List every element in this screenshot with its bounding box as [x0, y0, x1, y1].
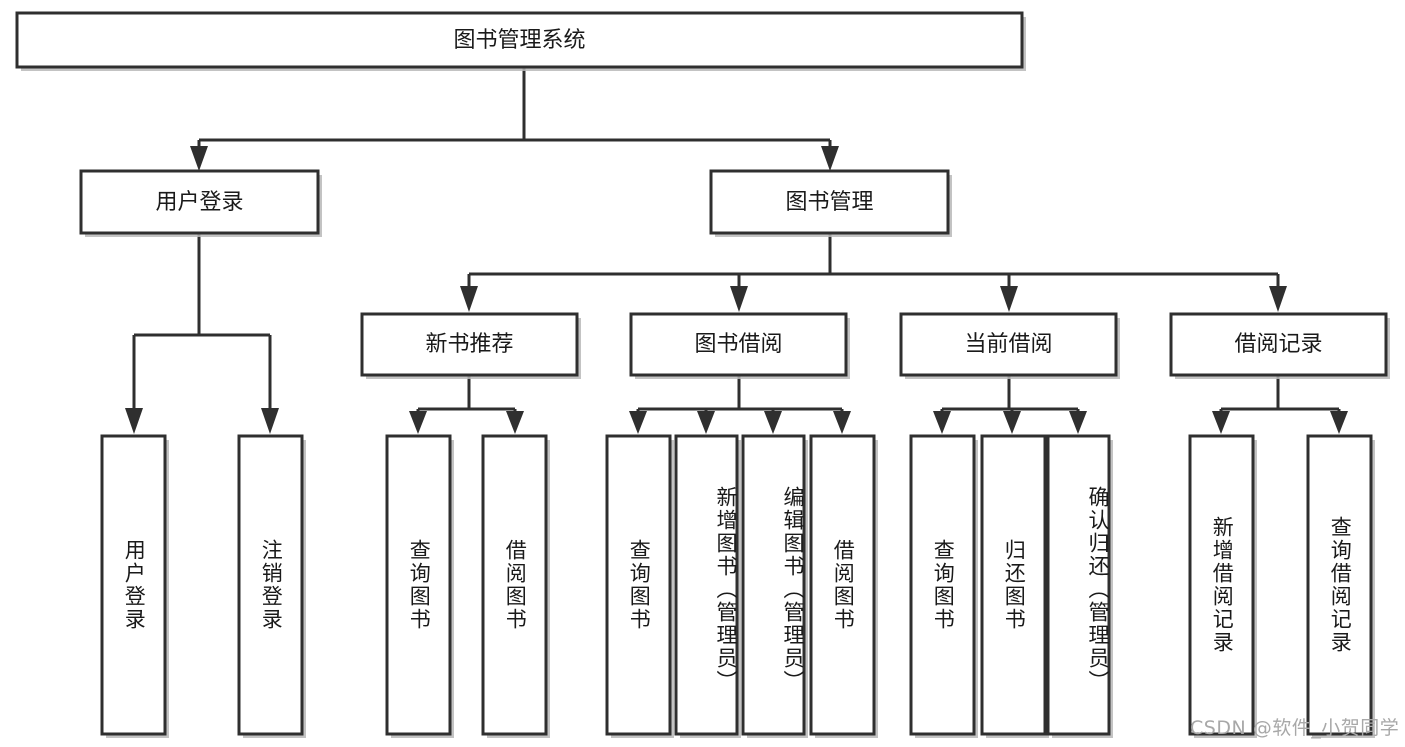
arrow-to-leaf-add-book — [697, 411, 715, 434]
current-borrow-label: 当前借阅 — [964, 332, 1052, 357]
arrow-to-borrow-record — [1269, 286, 1287, 312]
leaf-add-record-box[interactable] — [1188, 434, 1255, 736]
arrow-to-leaf-query-record — [1330, 411, 1348, 434]
leaf-add-book-box[interactable] — [674, 434, 739, 736]
arrow-to-leaf-borrow-book-2 — [833, 411, 851, 434]
arrow-to-leaf-query-book-2 — [629, 411, 647, 434]
arrow-to-book-manage — [821, 146, 839, 171]
user-login-label: 用户登录 — [155, 190, 243, 215]
leaf-user-login-box[interactable] — [100, 434, 167, 736]
borrow-record-label: 借阅记录 — [1234, 332, 1322, 357]
book-manage-label: 图书管理 — [785, 190, 873, 215]
leaf-logout-box[interactable] — [237, 434, 304, 736]
user-login-box[interactable] — [79, 169, 320, 235]
book-borrow-label: 图书借阅 — [694, 332, 782, 357]
arrow-to-book-borrow — [730, 286, 748, 312]
book-manage-box[interactable] — [709, 169, 950, 235]
root-box[interactable] — [15, 11, 1024, 69]
arrow-to-new-book-recommend — [460, 286, 478, 312]
arrow-to-leaf-return-book — [1003, 411, 1021, 434]
borrow-record-box[interactable] — [1169, 312, 1388, 377]
arrow-to-leaf-logout — [261, 408, 279, 434]
arrow-to-current-borrow — [1000, 286, 1018, 312]
arrow-to-leaf-query-book-3 — [933, 411, 951, 434]
arrow-to-leaf-borrow-book-1 — [506, 411, 524, 434]
node-book-borrow[interactable]: 图书借阅 — [629, 312, 850, 379]
arrow-to-leaf-confirm-return — [1069, 411, 1087, 434]
leaf-edit-book-box[interactable] — [741, 434, 806, 736]
node-root[interactable]: 图书管理系统 — [15, 11, 1026, 71]
leaf-node-group — [100, 434, 1375, 738]
arrow-to-leaf-add-record — [1212, 411, 1230, 434]
connector-group — [125, 67, 1348, 434]
leaf-confirm-return-box[interactable] — [1046, 434, 1111, 736]
leaf-query-record-box[interactable] — [1306, 434, 1373, 736]
new-book-recommend-box[interactable] — [360, 312, 579, 377]
node-current-borrow[interactable]: 当前借阅 — [899, 312, 1120, 379]
leaf-query-book-2-box[interactable] — [605, 434, 672, 736]
leaf-return-book-box[interactable] — [980, 434, 1047, 736]
leaf-query-book-1-box[interactable] — [385, 434, 452, 736]
node-new-book-recommend[interactable]: 新书推荐 — [360, 312, 581, 379]
current-borrow-box[interactable] — [899, 312, 1118, 377]
arrow-to-user-login — [190, 146, 208, 171]
root-label: 图书管理系统 — [453, 28, 585, 53]
node-user-login[interactable]: 用户登录 — [79, 169, 322, 237]
arrow-to-leaf-query-book-1 — [409, 411, 427, 434]
node-borrow-record[interactable]: 借阅记录 — [1169, 312, 1390, 379]
new-book-recommend-label: 新书推荐 — [425, 332, 513, 357]
arrow-to-leaf-edit-book — [764, 411, 782, 434]
arrow-to-leaf-user-login — [125, 408, 143, 434]
book-borrow-box[interactable] — [629, 312, 848, 377]
leaf-borrow-book-1-box[interactable] — [481, 434, 548, 736]
node-book-manage[interactable]: 图书管理 — [709, 169, 952, 237]
leaf-query-book-3-box[interactable] — [909, 434, 976, 736]
leaf-borrow-book-2-box[interactable] — [809, 434, 876, 736]
csdn-watermark: CSDN @软件_小贺同学 — [1190, 717, 1400, 739]
